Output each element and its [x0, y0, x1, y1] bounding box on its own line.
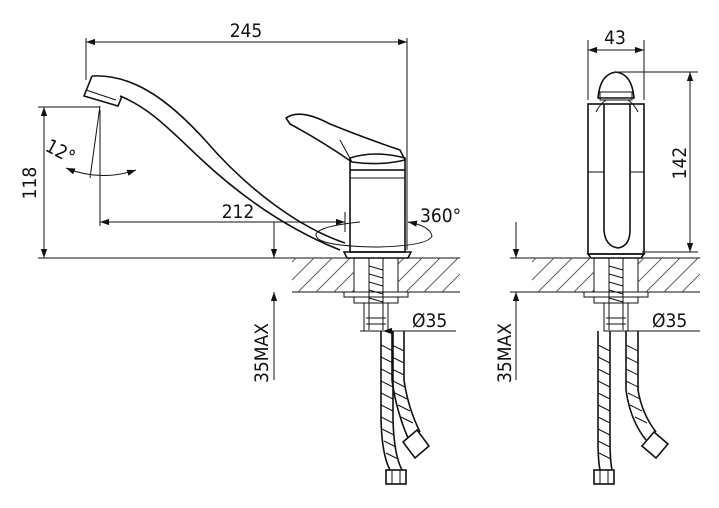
dim-max-thickness-side: 35MAX	[494, 323, 516, 383]
dimension-lines-side	[510, 40, 698, 380]
dim-hole-diameter-front: Ø35	[412, 310, 447, 332]
countertop-front	[292, 257, 460, 293]
dim-max-thickness-front: 35MAX	[251, 323, 273, 383]
dim-height-side: 142	[669, 147, 691, 180]
side-view: 43 142 Ø35 35MAX	[494, 27, 700, 485]
faucet-body-front	[342, 153, 413, 259]
mounting-shank-side	[583, 258, 700, 332]
dim-spout-angle: 12°	[42, 135, 79, 169]
supply-hoses-side	[593, 331, 670, 485]
dim-hole-diameter-side: Ø35	[652, 310, 687, 332]
rotation-indicator-front	[315, 220, 433, 248]
front-view: 245 212 118 12° 360° Ø35 35MAX	[19, 20, 461, 485]
dim-width: 43	[604, 27, 626, 49]
mounting-shank-front	[343, 258, 409, 332]
dimension-lines-front	[38, 38, 456, 380]
supply-hoses-front	[380, 331, 431, 485]
dim-height-front: 118	[19, 167, 41, 200]
spout-front	[82, 75, 346, 251]
faucet-body-side	[586, 71, 646, 259]
dim-rotation: 360°	[420, 205, 461, 227]
countertop-side	[532, 257, 700, 293]
dim-spout-reach: 212	[222, 201, 255, 223]
dim-overall-length: 245	[230, 20, 263, 42]
lever-handle-front	[284, 113, 407, 165]
